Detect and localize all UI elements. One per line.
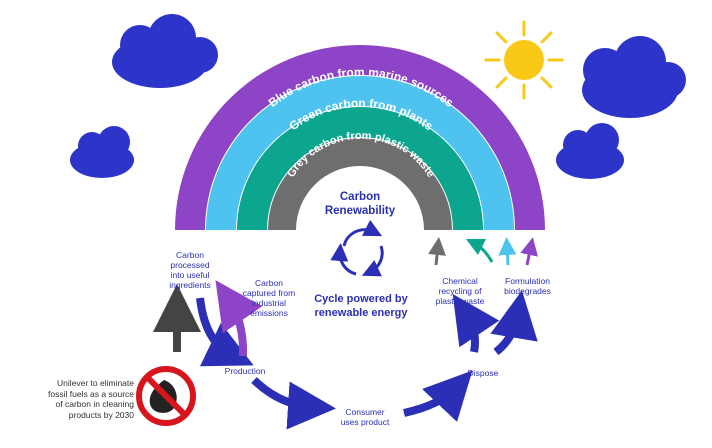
formulation-biodegrades-line: biodegrades: [504, 286, 551, 296]
grey-return-arrow: [428, 237, 447, 266]
fossil-fuel-note-line: of carbon in cleaning: [55, 399, 134, 409]
cloud-icon: [70, 126, 134, 178]
chemical-recycling-line: recycling of: [438, 286, 482, 296]
consumer-line: uses product: [340, 417, 390, 427]
carbon-captured-line: industrial: [251, 298, 287, 308]
cloud-icon: [556, 123, 624, 179]
production-label: Production: [224, 366, 266, 376]
carbon-processed-line: into useful: [170, 270, 210, 280]
no-fossil-fuel-icon: [136, 366, 196, 426]
grey-carbon-arc: [268, 138, 452, 230]
purple-carbon-arc: [175, 45, 545, 230]
carbon-renewability-line2: Renewability: [324, 205, 396, 217]
cloud-icon: [582, 36, 686, 118]
formulation-biodegrades-label: Formulation biodegrades: [490, 276, 565, 296]
formulation-biodegrades-line: Formulation: [505, 276, 550, 286]
cycle-caption-line1: Cycle powered by: [314, 293, 408, 305]
dispose-to-chemical-arrow: [452, 294, 500, 353]
consumer-label: Consumer uses product: [325, 407, 405, 427]
carbon-captured-line: emissions: [250, 308, 288, 318]
carbon-captured-line: Carbon: [255, 278, 283, 288]
production-to-consumer-arrow: [251, 377, 336, 430]
consumer-line: Consumer: [345, 407, 385, 417]
dispose-to-biodegrades-arrow: [490, 290, 538, 356]
cloud-icon: [112, 14, 218, 88]
fossil-fuel-note: Unilever to eliminate fossil fuels as a …: [22, 378, 134, 420]
carbon-processed-line: Carbon: [176, 250, 204, 260]
carbon-captured-label: Carbon captured from industrial emission…: [230, 278, 308, 318]
blue-carbon-arc: [206, 76, 514, 230]
fossil-fuel-note-line: Unilever to eliminate: [56, 378, 134, 388]
green-carbon-arc: [237, 107, 483, 230]
carbon-renewability-title: Carbon Renewability: [305, 190, 415, 218]
sun-icon: [484, 20, 564, 100]
carbon-renewability-line1: Carbon: [339, 191, 381, 203]
chemical-recycling-line: Chemical: [442, 276, 478, 286]
consumer-to-dispose-arrow: [403, 370, 473, 422]
carbon-processed-line: ingredients: [169, 280, 211, 290]
chemical-recycling-line: plastic waste: [435, 296, 485, 306]
carbon-processed-line: processed: [170, 260, 210, 270]
green-return-arrow: [465, 238, 494, 263]
cycle-caption: Cycle powered by renewable energy: [296, 292, 426, 320]
cycle-caption-line2: renewable energy: [314, 307, 408, 319]
carbon-captured-line: captured from: [242, 288, 296, 298]
fossil-fuel-note-line: fossil fuels as a source: [48, 388, 134, 399]
dispose-label: Dispose: [467, 368, 499, 378]
carbon-processed-label: Carbon processed into useful ingredients: [155, 250, 225, 290]
processed-to-production-arrow: [196, 297, 254, 367]
purple-return-arrow: [520, 237, 538, 266]
captured-up-arrow: [215, 280, 263, 357]
fossil-fuel-note-line: products by 2030: [68, 409, 134, 420]
cycle-arrows-icon: [330, 219, 384, 277]
chemical-recycling-label: Chemical recycling of plastic waste: [420, 276, 500, 306]
blue-return-arrow: [498, 237, 517, 266]
